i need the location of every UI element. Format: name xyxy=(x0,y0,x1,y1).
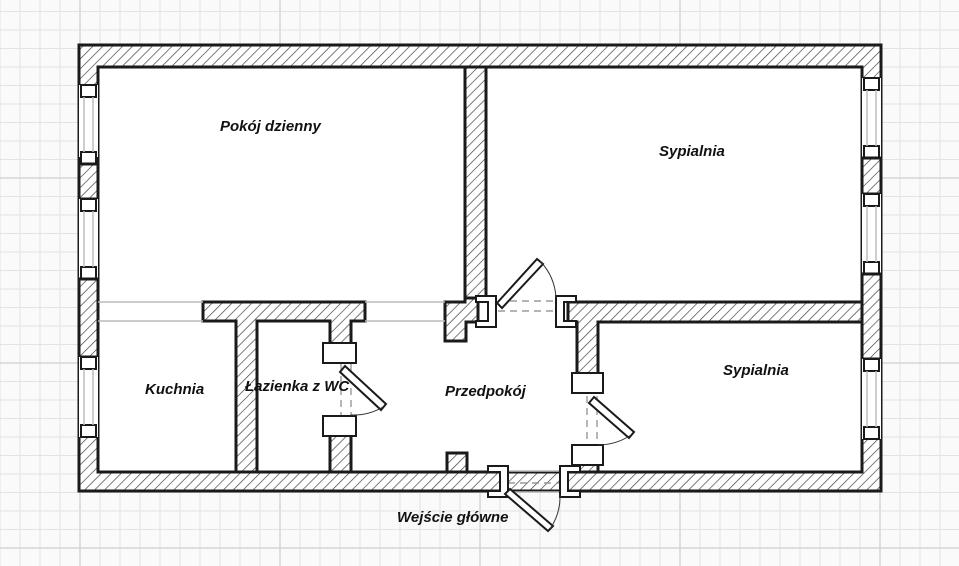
room-living-floor xyxy=(98,67,465,302)
room-label-hall: Przedpokój xyxy=(445,383,526,400)
room-fills xyxy=(98,67,862,472)
windows-right xyxy=(860,77,883,440)
room-label-bathroom: Łazienka z WC xyxy=(245,378,350,395)
wall-hall-stub xyxy=(443,296,480,343)
door-bathroom[interactable] xyxy=(322,342,388,437)
door-bedroom2[interactable] xyxy=(571,372,636,466)
door-entrance[interactable] xyxy=(487,465,581,533)
room-label-bedroom1: Sypialnia xyxy=(659,143,725,160)
windows-left xyxy=(77,84,100,438)
entrance-label: Wejście główne xyxy=(397,509,509,526)
room-label-kitchen: Kuchnia xyxy=(145,381,205,398)
room-label-bedroom2: Sypialnia xyxy=(723,362,789,379)
room-bedroom1-floor xyxy=(486,67,862,302)
wall-bump xyxy=(445,451,469,474)
room-lower-floor xyxy=(98,302,862,472)
door-bedroom1[interactable] xyxy=(475,257,577,328)
room-label-living: Pokój dzienny xyxy=(220,118,321,135)
openings xyxy=(98,301,445,322)
wall-living-bedroom xyxy=(463,65,488,300)
